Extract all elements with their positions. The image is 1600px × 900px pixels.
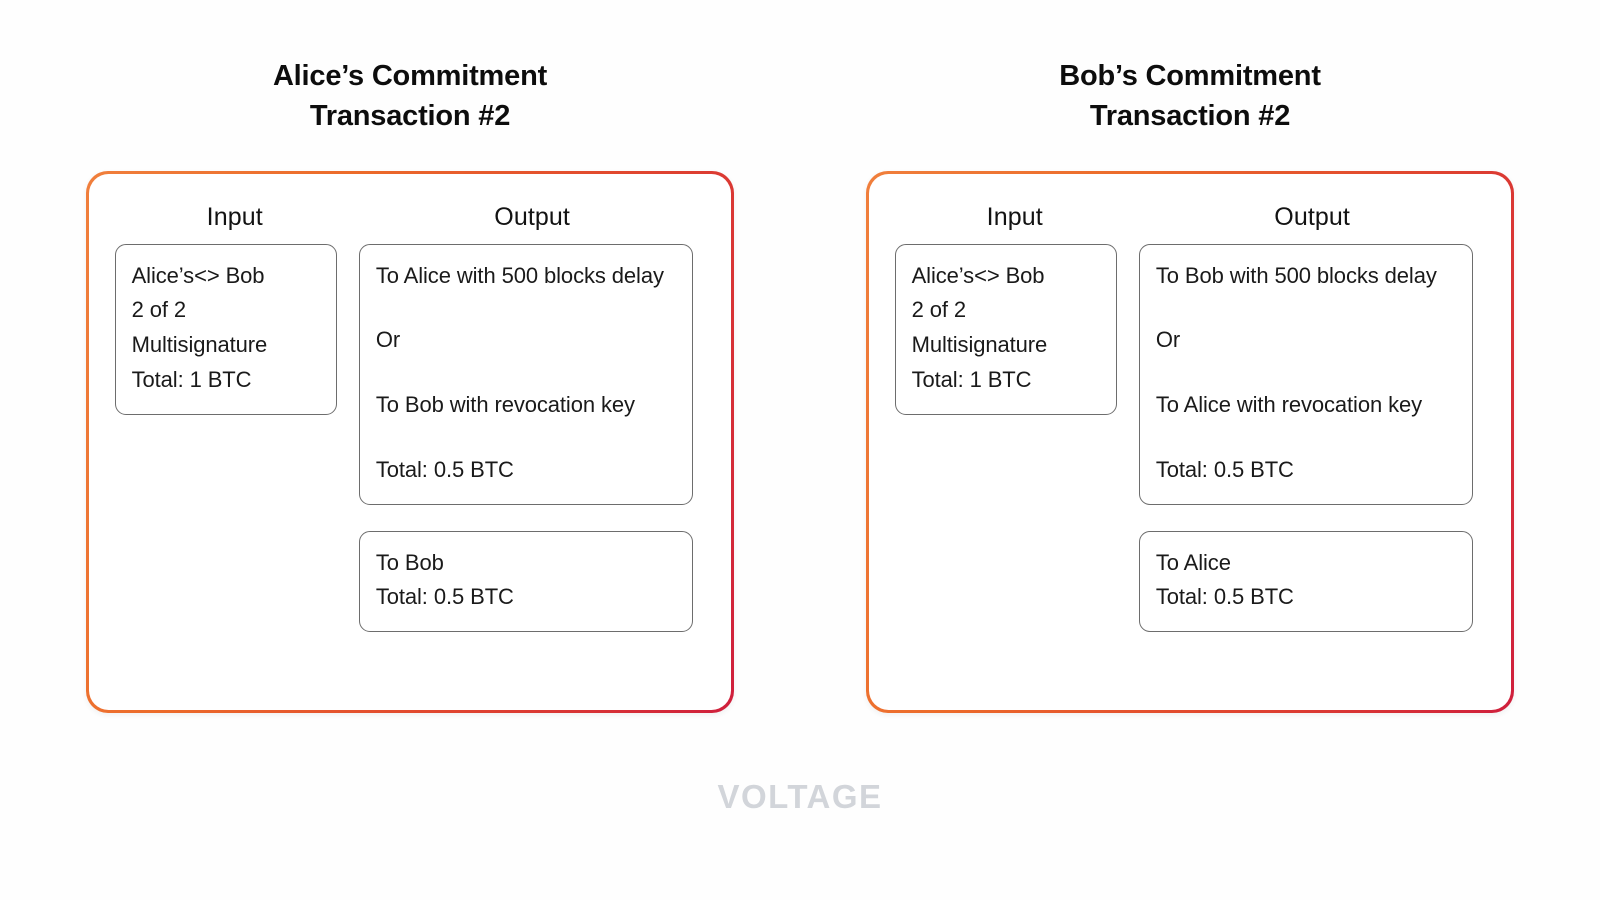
alice-input-column-header: Input	[206, 203, 263, 232]
alice-output-box-secondary: To Bob Total: 0.5 BTC	[358, 530, 693, 633]
alice-commitment-panel: Alice’s Commitment Transaction #2 Input …	[80, 0, 740, 760]
alice-input-box: Alice’s<> Bob 2 of 2 Multisignature Tota…	[114, 243, 337, 415]
bob-transaction-card: Input Output Alice’s<> Bob 2 of 2 Multis…	[866, 171, 1514, 714]
bob-input-column: Alice’s<> Bob 2 of 2 Multisignature Tota…	[894, 243, 1135, 415]
alice-output1-line-1: To Alice with 500 blocks delay	[375, 262, 664, 288]
bob-columns: Alice’s<> Bob 2 of 2 Multisignature Tota…	[894, 243, 1486, 691]
bob-input-box: Alice’s<> Bob 2 of 2 Multisignature Tota…	[894, 243, 1117, 415]
page-title-alice: Alice’s Commitment Transaction #2	[272, 60, 548, 133]
alice-output1-line-2: Or	[375, 327, 401, 353]
page-title-bob: Bob’s Commitment Transaction #2	[1059, 60, 1321, 133]
commitment-transactions-row: Alice’s Commitment Transaction #2 Input …	[80, 0, 1520, 760]
bob-output2-line-2: Total: 0.5 BTC	[1155, 584, 1294, 610]
bob-output1-line-3: To Alice with revocation key	[1155, 392, 1423, 418]
bob-output2-line-1: To Alice	[1155, 549, 1231, 575]
alice-transaction-card: Input Output Alice’s<> Bob 2 of 2 Multis…	[86, 171, 734, 714]
alice-output1-line-3: To Bob with revocation key	[375, 392, 635, 418]
voltage-wordmark-logo: VOLTAGE	[717, 778, 883, 815]
alice-columns: Alice’s<> Bob 2 of 2 Multisignature Tota…	[114, 243, 706, 691]
bob-output1-line-2: Or	[1155, 327, 1181, 353]
alice-output-column: To Alice with 500 blocks delay Or To Bob…	[358, 243, 706, 633]
bob-output1-line-4: Total: 0.5 BTC	[1155, 456, 1294, 482]
bob-input-column-header: Input	[986, 203, 1043, 232]
bob-input-line-2: 2 of 2	[911, 297, 967, 323]
bob-input-line-4: Total: 1 BTC	[911, 366, 1032, 392]
footer: VOLTAGE	[0, 778, 1600, 816]
bob-commitment-panel: Bob’s Commitment Transaction #2 Input Ou…	[860, 0, 1520, 760]
bob-output-box-primary: To Bob with 500 blocks delay Or To Alice…	[1138, 243, 1473, 505]
bob-output-box-secondary: To Alice Total: 0.5 BTC	[1138, 530, 1473, 633]
alice-input-line-3: Multisignature	[131, 332, 268, 358]
alice-output2-line-1: To Bob	[375, 549, 444, 575]
bob-input-line-3: Multisignature	[911, 332, 1048, 358]
bob-output-column: To Bob with 500 blocks delay Or To Alice…	[1138, 243, 1486, 633]
alice-input-line-2: 2 of 2	[131, 297, 187, 323]
alice-input-line-1: Alice’s<> Bob	[131, 262, 265, 288]
bob-output1-line-1: To Bob with 500 blocks delay	[1155, 262, 1437, 288]
alice-output1-line-4: Total: 0.5 BTC	[375, 456, 514, 482]
bob-input-line-1: Alice’s<> Bob	[911, 262, 1045, 288]
alice-input-line-4: Total: 1 BTC	[131, 366, 252, 392]
alice-transaction-card-body: Input Output Alice’s<> Bob 2 of 2 Multis…	[88, 173, 732, 711]
alice-output2-line-2: Total: 0.5 BTC	[375, 584, 514, 610]
alice-column-headers: Input Output	[115, 192, 706, 244]
bob-output-column-header: Output	[1274, 203, 1350, 232]
bob-transaction-card-body: Input Output Alice’s<> Bob 2 of 2 Multis…	[868, 173, 1512, 711]
alice-output-box-primary: To Alice with 500 blocks delay Or To Bob…	[358, 243, 693, 505]
alice-input-column: Alice’s<> Bob 2 of 2 Multisignature Tota…	[114, 243, 355, 415]
bob-column-headers: Input Output	[895, 192, 1486, 244]
alice-output-column-header: Output	[494, 203, 570, 232]
